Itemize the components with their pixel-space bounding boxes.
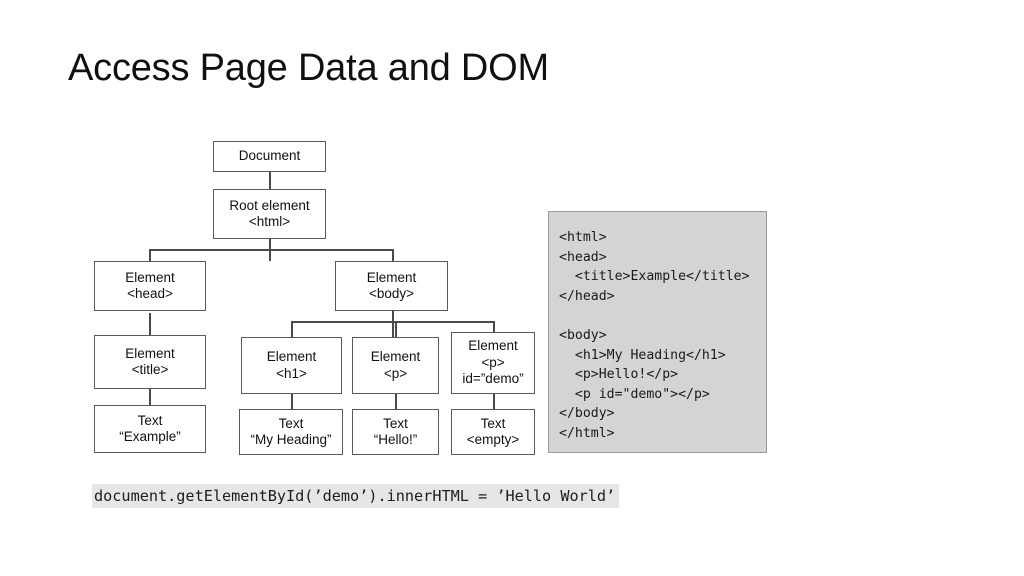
tree-node-text-example-line1: Text [137, 412, 163, 428]
tree-node-element-p-demo-line1: Element [468, 338, 518, 354]
javascript-snippet: document.getElementById(’demo’).innerHTM… [92, 484, 620, 508]
tree-node-text-empty-line2: <empty> [466, 432, 520, 447]
tree-node-element-title-line1: Element [125, 345, 175, 361]
tree-node-document-line1: Document [238, 148, 301, 164]
tree-node-element-p-demo-line2: <p> [481, 354, 505, 370]
edge-h1-to-text [291, 394, 293, 409]
tree-node-root-html-line1: Root element [229, 197, 310, 213]
edge-html-to-head [149, 249, 151, 261]
edge-body-bus [291, 321, 494, 323]
tree-node-element-head[interactable]: Element <head> [94, 261, 206, 311]
tree-node-text-heading-line2: “My Heading” [250, 432, 332, 447]
tree-node-root-html-line2: <html> [248, 214, 291, 229]
tree-node-element-p-line1: Element [370, 349, 421, 364]
tree-node-text-example-line2: “Example” [119, 429, 181, 444]
tree-node-element-title[interactable]: Element <title> [94, 335, 206, 389]
tree-node-element-p-line2: <p> [383, 365, 408, 381]
edge-p-to-text [395, 394, 397, 409]
tree-node-text-heading-line1: Text [278, 415, 304, 431]
html-source-code-panel: <html> <head> <title>Example</title> </h… [548, 211, 767, 453]
tree-node-text-heading[interactable]: Text “My Heading” [239, 409, 343, 455]
tree-node-text-example[interactable]: Text “Example” [94, 405, 206, 453]
tree-node-element-head-line1: Element [125, 269, 175, 285]
tree-node-element-p-demo[interactable]: Element <p> id=”demo” [451, 332, 535, 394]
tree-node-text-hello-line1: Text [383, 415, 408, 431]
edge-document-to-html [269, 171, 271, 191]
tree-node-text-empty[interactable]: Text <empty> [451, 409, 535, 455]
tree-node-element-title-line2: <title> [131, 362, 169, 377]
html-source-code-text: <html> <head> <title>Example</title> </h… [559, 230, 750, 441]
tree-node-root-html[interactable]: Root element <html> [213, 189, 326, 239]
edge-body-to-h1 [291, 321, 293, 337]
tree-node-element-body-line1: Element [366, 269, 417, 285]
edge-title-to-text-example [149, 389, 151, 405]
tree-node-document[interactable]: Document [213, 141, 326, 172]
edge-body-to-p-demo [493, 321, 495, 333]
tree-node-element-head-line2: <head> [127, 286, 173, 301]
tree-node-element-p[interactable]: Element <p> [352, 337, 439, 394]
tree-node-element-h1-line1: Element [266, 349, 317, 364]
tree-node-element-h1[interactable]: Element <h1> [241, 337, 342, 394]
page-title: Access Page Data and DOM [68, 47, 549, 89]
edge-head-to-title [149, 313, 151, 335]
edge-body-to-p [395, 321, 397, 337]
edge-html-bus [149, 249, 393, 251]
tree-node-element-body-line2: <body> [368, 286, 415, 301]
dom-tree-diagram: Document Root element <html> Element <he… [0, 0, 560, 470]
edge-body-stem [392, 311, 394, 337]
tree-node-text-empty-line1: Text [480, 415, 506, 431]
tree-node-text-hello-line2: “Hello!” [373, 432, 418, 447]
tree-node-element-p-demo-line3: id=”demo” [462, 371, 524, 387]
tree-node-element-body[interactable]: Element <body> [335, 261, 448, 311]
tree-node-element-h1-line2: <h1> [276, 365, 307, 381]
edge-p-demo-to-text [493, 394, 495, 409]
edge-html-to-body [392, 249, 394, 261]
tree-node-text-hello[interactable]: Text “Hello!” [352, 409, 439, 455]
